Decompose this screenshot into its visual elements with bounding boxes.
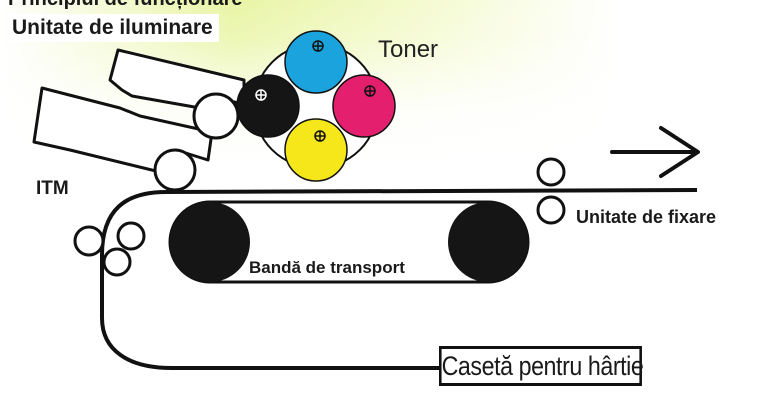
- itm-label: ITM: [36, 178, 69, 199]
- toner-cyan: [284, 30, 348, 94]
- transport-belt-label: Bandă de transport: [249, 258, 405, 277]
- right-arrow-icon: [610, 126, 700, 178]
- toner-magenta: [332, 74, 396, 138]
- paper-path: [100, 188, 698, 370]
- belt-roller-right: [448, 202, 528, 282]
- belt-roller-left: [170, 202, 250, 282]
- illumination-roller-bottom: [153, 148, 197, 192]
- toner-yellow: [284, 118, 348, 182]
- toner-black: [236, 74, 300, 138]
- fixing-roller-top: [536, 157, 566, 187]
- paper-cassette-label: Casetă pentru hârtie: [439, 346, 644, 386]
- diagram-title: Principiul de funcționare: [8, 0, 242, 11]
- fixing-unit-label: Unitate de fixare: [576, 207, 717, 227]
- illumination-unit-label: Unitate de iluminare: [8, 14, 219, 42]
- fixing-roller-bottom: [536, 195, 566, 225]
- toner-label: Toner: [378, 36, 439, 63]
- registration-mark-icon: [255, 40, 376, 142]
- itm-rollers: [73, 221, 146, 277]
- illumination-roller-top: [192, 92, 240, 140]
